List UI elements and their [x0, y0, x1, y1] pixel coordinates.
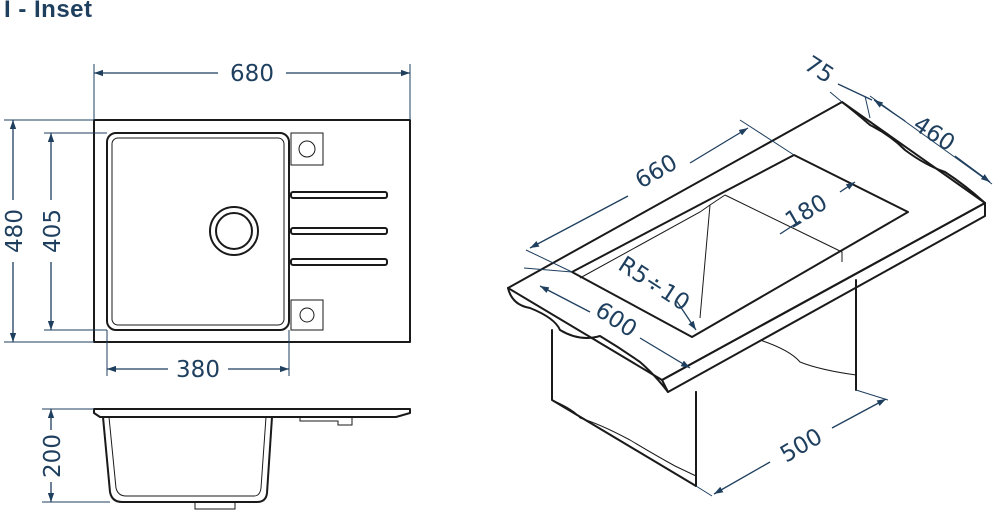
overflow-icon	[299, 307, 315, 323]
diagram-title: I - Inset	[4, 0, 93, 23]
dim-500: 500	[776, 424, 827, 468]
overflow-box	[290, 299, 324, 331]
bowl-outline-inner	[111, 137, 285, 326]
cabinet-left-panel	[551, 329, 697, 487]
side-view: 200	[40, 408, 411, 510]
drain-inner-icon	[215, 212, 253, 250]
dim-75: 75	[799, 51, 838, 89]
cabinet-right-panel	[695, 279, 857, 487]
dim-radius: R5÷10	[614, 252, 695, 317]
dim-680: 680	[230, 61, 274, 87]
tap-hole-box	[290, 132, 324, 166]
cutout-inner-fold	[579, 204, 711, 279]
bowl-outline-outer	[106, 132, 290, 331]
dim-180: 180	[781, 190, 832, 234]
side-drain-fitting	[194, 501, 236, 510]
dim-380: 380	[176, 357, 220, 383]
drainer-rib-1	[290, 191, 388, 199]
side-profile-bowl-outer	[102, 416, 273, 503]
side-profile-rim	[93, 408, 411, 418]
sink-outline	[93, 119, 411, 343]
dim-460: 460	[908, 111, 959, 157]
dim-405: 405	[40, 209, 66, 253]
top-view: 680 480 405 380	[2, 61, 411, 383]
dim-480: 480	[2, 209, 28, 253]
drainer-rib-3	[290, 258, 388, 266]
cabinet-break-line	[551, 399, 697, 477]
dim-200: 200	[40, 434, 66, 478]
cabinet-break-line-2	[759, 339, 857, 376]
side-profile-bowl-inner	[108, 416, 267, 497]
isometric-view: 660 75 460 180 R5÷10 600 500	[507, 51, 993, 497]
countertop-front-edge	[661, 202, 986, 393]
dim-660: 660	[631, 150, 682, 194]
side-overflow-fitting	[299, 416, 353, 426]
tap-hole-icon	[298, 140, 316, 158]
drain-outer-icon	[209, 206, 259, 256]
countertop-wavy-edge-left	[507, 287, 669, 393]
drainer-rib-2	[290, 227, 388, 235]
cutout-opening	[571, 154, 909, 338]
countertop-wavy-edge-right	[841, 101, 986, 204]
